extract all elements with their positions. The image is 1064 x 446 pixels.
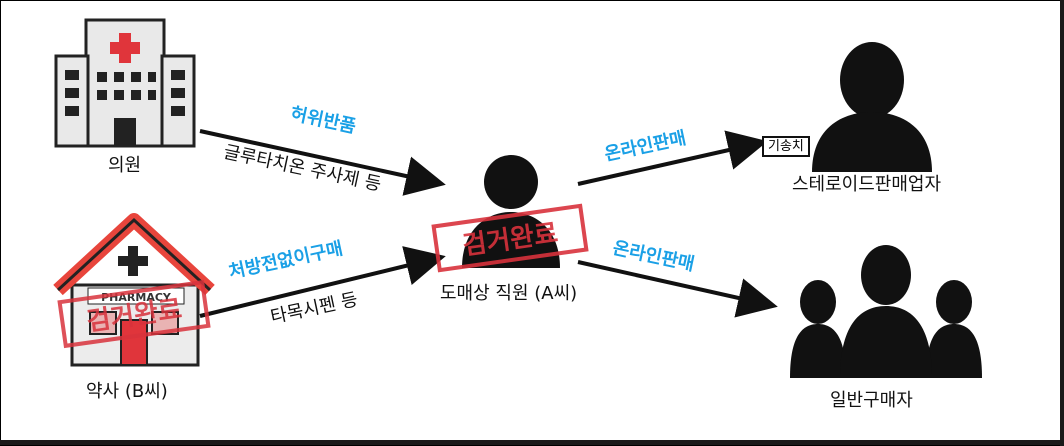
node-label-clinic: 의원 <box>108 155 142 176</box>
arrow-wholesaler-to-seller <box>577 130 768 186</box>
hospital-icon <box>54 18 196 148</box>
people-group-icon <box>790 245 982 378</box>
person-icon-wholesaler <box>462 155 560 268</box>
node-label-general-buyer: 일반구매자 <box>830 390 913 411</box>
referred-tag: 기송치 <box>762 136 810 157</box>
person-icon-steroid-seller <box>812 42 932 172</box>
arrow-clinic-to-wholesaler <box>199 129 446 196</box>
arrest-stamp-center: 검거완료 <box>431 203 589 273</box>
node-label-pharmacy: 약사 (B씨) <box>86 381 168 402</box>
frame-bottom-border <box>0 440 1064 445</box>
node-label-wholesaler: 도매상 직원 (A씨) <box>440 283 578 304</box>
arrow-wholesaler-to-buyers <box>577 260 778 318</box>
node-label-steroid-seller: 스테로이드판매업자 <box>792 174 942 195</box>
arrow-pharmacy-to-wholesaler <box>199 246 446 318</box>
frame-right-border <box>1060 0 1064 446</box>
pharmacy-icon: PHARMACY <box>53 213 215 367</box>
